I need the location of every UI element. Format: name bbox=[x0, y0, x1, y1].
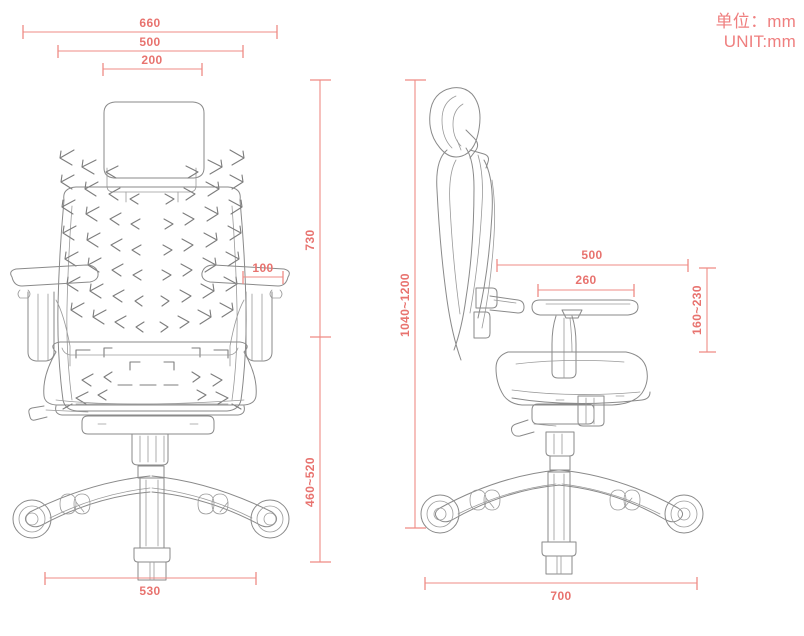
front-armrest-left bbox=[10, 264, 99, 367]
dimension-armrest-depth: 260 bbox=[537, 273, 635, 297]
dimension-overall-width: 660 bbox=[22, 16, 278, 39]
dimension-label-160-230: 160~230 bbox=[690, 285, 704, 335]
dimension-backrest-height: 730 bbox=[303, 79, 331, 338]
dimension-label-530: 530 bbox=[139, 584, 160, 598]
dimension-label-500-side: 500 bbox=[581, 248, 602, 262]
dimension-label-660: 660 bbox=[139, 16, 160, 30]
dimension-armrest-height: 160~230 bbox=[690, 267, 716, 353]
dimension-label-460-520: 460~520 bbox=[303, 457, 317, 507]
dimension-label-260: 260 bbox=[575, 273, 596, 287]
dimension-overall-height: 1040~1200 bbox=[398, 79, 426, 529]
dimension-label-500-front: 500 bbox=[139, 35, 160, 49]
dimension-label-700: 700 bbox=[550, 589, 571, 603]
dimension-label-730: 730 bbox=[303, 229, 317, 250]
dimension-seat-depth-total: 500 bbox=[496, 248, 689, 272]
dimension-seat-height: 460~520 bbox=[303, 337, 331, 563]
dimension-base-width: 530 bbox=[44, 572, 257, 598]
front-caster-left bbox=[12, 499, 52, 539]
dimension-armrest-width: 100 bbox=[242, 261, 284, 284]
front-caster-right bbox=[250, 499, 290, 539]
side-caster-right bbox=[664, 494, 704, 534]
dimension-label-100: 100 bbox=[252, 261, 273, 275]
front-view-chair bbox=[10, 101, 290, 581]
dimension-label-200: 200 bbox=[141, 53, 162, 67]
dimension-base-depth: 700 bbox=[424, 577, 698, 603]
side-view-chair bbox=[420, 87, 704, 575]
dimension-headrest-width: 200 bbox=[102, 53, 203, 76]
front-armrest-right bbox=[201, 264, 290, 367]
unit-label-cn: 单位：mm bbox=[715, 12, 796, 31]
dimension-backrest-width: 500 bbox=[57, 35, 244, 58]
unit-label: 单位：mm UNIT:mm bbox=[716, 12, 796, 52]
unit-label-en: UNIT:mm bbox=[723, 32, 796, 51]
dimension-label-1040-1200: 1040~1200 bbox=[398, 273, 412, 337]
backrest-mesh-pattern bbox=[59, 149, 145, 410]
backrest-mesh-pattern-right bbox=[117, 149, 245, 410]
side-caster-left bbox=[420, 494, 460, 534]
